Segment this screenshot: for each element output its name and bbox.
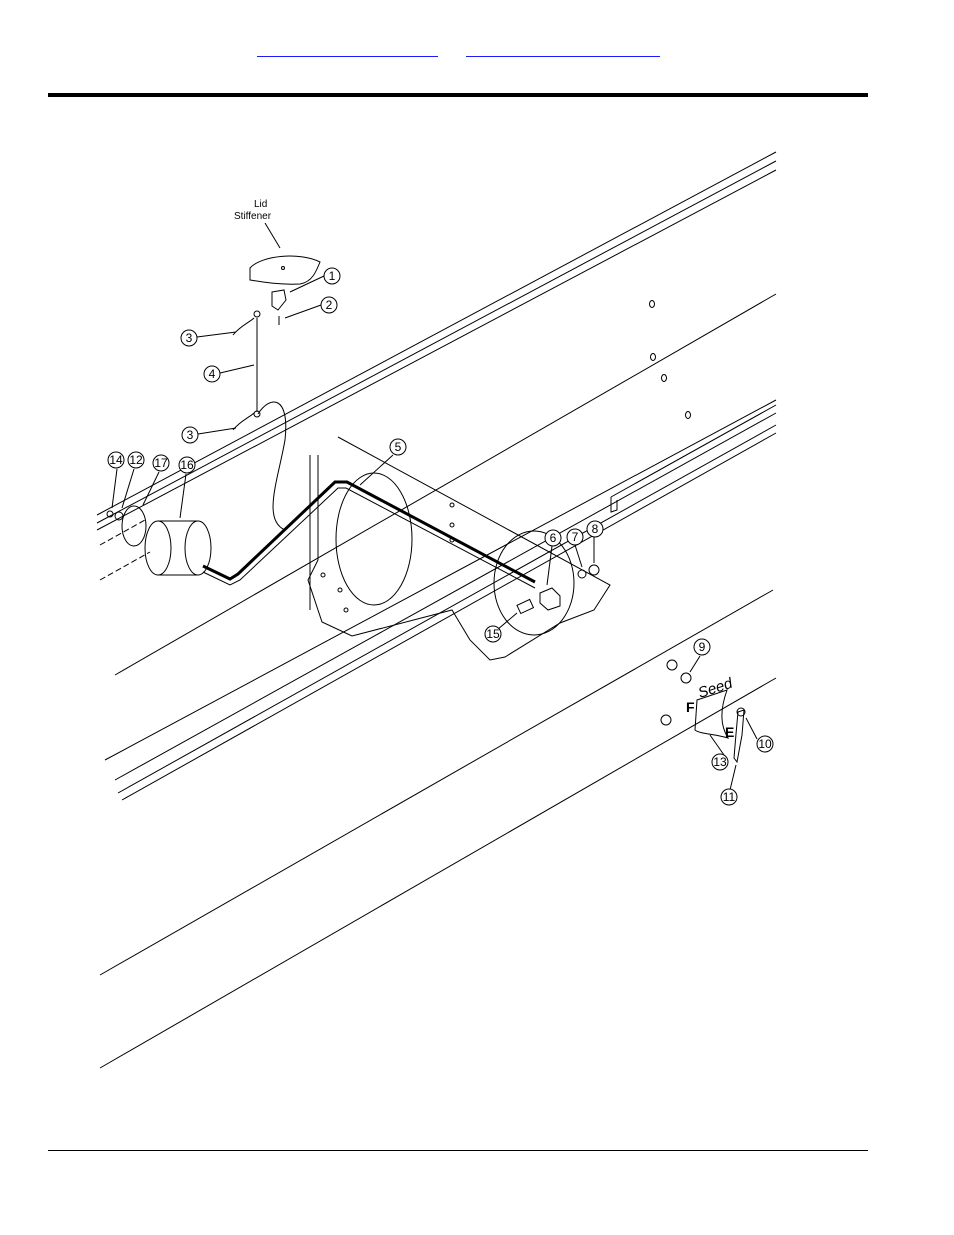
callout-7: 7 — [566, 528, 584, 546]
lever — [733, 709, 745, 764]
header-link-left[interactable] — [257, 44, 438, 57]
disk — [121, 505, 147, 547]
indicator-plate — [694, 689, 730, 739]
callout-5: 5 — [389, 438, 407, 456]
callout-14: 14 — [107, 451, 125, 469]
cable — [257, 401, 287, 531]
callout-17: 17 — [152, 454, 170, 472]
label-lid: Lid — [254, 199, 267, 210]
svg-text:8: 8 — [592, 522, 599, 536]
svg-text:2: 2 — [326, 298, 333, 312]
svg-text:9: 9 — [699, 640, 706, 654]
callout-13: 13 — [711, 753, 729, 771]
callout-16: 16 — [178, 456, 196, 474]
svg-text:10: 10 — [758, 737, 772, 751]
callout-1: 1 — [323, 267, 341, 285]
header-link-right[interactable] — [466, 44, 660, 57]
divider-plate — [307, 436, 611, 661]
svg-text:14: 14 — [109, 453, 123, 467]
label-f: F — [686, 699, 695, 715]
svg-text:5: 5 — [395, 440, 402, 454]
svg-text:4: 4 — [209, 367, 216, 381]
svg-text:3: 3 — [187, 428, 194, 442]
footer-rule — [48, 1150, 868, 1151]
callout-9: 9 — [693, 638, 711, 656]
bolt — [516, 598, 535, 615]
frame-rails — [96, 151, 777, 1069]
svg-text:7: 7 — [572, 530, 579, 544]
drum — [144, 520, 212, 576]
header-links — [0, 44, 954, 58]
callout-10: 10 — [756, 735, 774, 753]
panel-holes — [649, 300, 691, 419]
svg-text:11: 11 — [723, 790, 736, 804]
callout-2: 2 — [320, 296, 338, 314]
svg-text:13: 13 — [713, 755, 727, 769]
callout-6: 6 — [544, 529, 562, 547]
callout-4: 4 — [203, 365, 221, 383]
svg-text:17: 17 — [154, 456, 168, 470]
lid-stiffener — [249, 255, 321, 285]
svg-text:1: 1 — [329, 269, 336, 283]
bracket — [271, 289, 287, 311]
callout-8: 8 — [586, 520, 604, 538]
svg-text:6: 6 — [550, 531, 557, 545]
svg-text:3: 3 — [186, 331, 193, 345]
callout-15: 15 — [484, 625, 502, 643]
svg-text:12: 12 — [129, 453, 143, 467]
callout-3b: 3 — [181, 426, 199, 444]
svg-text:15: 15 — [486, 627, 500, 641]
label-seed: Seed — [696, 675, 735, 702]
label-stiffener: Stiffener — [234, 211, 272, 222]
svg-text:16: 16 — [180, 458, 194, 472]
callout-12: 12 — [127, 451, 145, 469]
header-rule — [48, 93, 868, 97]
callout-11: 11 — [720, 788, 738, 806]
callout-3a: 3 — [180, 329, 198, 347]
label-e: E — [725, 724, 734, 740]
shaft — [202, 480, 536, 584]
bearing-block — [539, 587, 561, 611]
